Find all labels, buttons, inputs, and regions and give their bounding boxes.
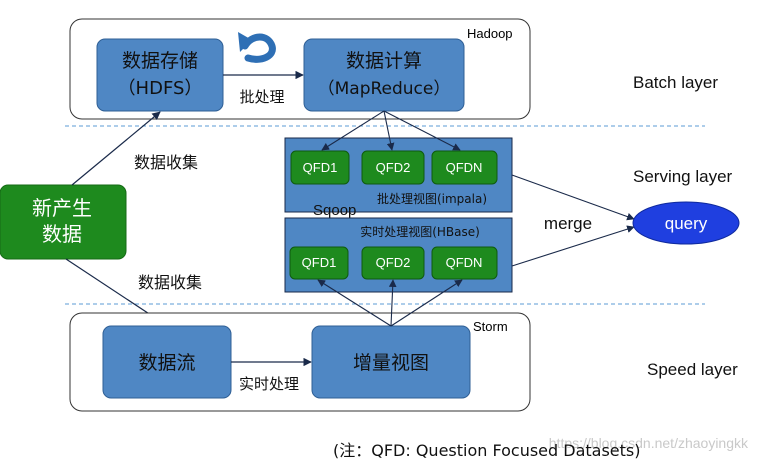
loop-arrow-icon	[238, 32, 276, 63]
hdfs-box-line1: 数据存储	[122, 50, 198, 72]
batch-layer-label: Batch layer	[633, 73, 718, 92]
batch-to-query-arrow	[511, 174, 635, 221]
realtime-to-query-arrow	[511, 225, 635, 267]
hdfs-box-line2: （HDFS）	[118, 78, 203, 99]
batch-view-qfd2-label: QFD2	[376, 160, 411, 175]
collect-label-top: 数据收集	[134, 153, 198, 172]
batch-view-qfd2: QFD2	[361, 150, 425, 185]
merge-label: merge	[544, 214, 592, 233]
realtime-view-qfd2: QFD2	[361, 246, 425, 280]
query-node	[632, 201, 740, 245]
serving-layer-label: Serving layer	[633, 167, 733, 186]
mapreduce-box-line1: 数据计算	[346, 50, 422, 72]
mapreduce-box-line2: （MapReduce）	[318, 79, 451, 99]
stream-box-label: 数据流	[138, 352, 195, 374]
batch-view-qfd1: QFD1	[290, 150, 350, 185]
batch-view-qfd1-label: QFD1	[303, 160, 338, 175]
realtime-view-caption: 实时处理视图(HBase)	[360, 224, 480, 239]
batch-process-label: 批处理	[239, 88, 284, 106]
mr-to-batch-qfd2-arrow	[383, 110, 395, 151]
batch-view-qfdn: QFDN	[431, 150, 498, 185]
query-label: query	[665, 214, 708, 233]
watermark: https://blog.csdn.net/zhaoyingkk	[549, 435, 749, 451]
collect-arrow-top	[71, 111, 161, 186]
source-data-line1: 新产生	[32, 196, 92, 220]
storm-label: Storm	[473, 319, 508, 334]
incremental-view-label: 增量视图	[353, 352, 429, 374]
hadoop-label: Hadoop	[467, 26, 513, 41]
speed-layer-label: Speed layer	[647, 360, 738, 379]
batch-view-qfdn-label: QFDN	[446, 160, 483, 175]
footnote: (注：QFD: Question Focused Datasets)	[333, 441, 641, 460]
source-data-line2: 数据	[42, 222, 82, 246]
realtime-view-qfd1-label: QFD1	[302, 255, 337, 270]
batch-view-caption: 批处理视图(impala)	[377, 191, 487, 206]
realtime-process-label: 实时处理	[239, 375, 299, 393]
realtime-view-qfd1: QFD1	[289, 246, 349, 280]
mr-to-batch-qfdn-arrow	[383, 110, 461, 151]
sqoop-label: Sqoop	[313, 202, 356, 219]
realtime-view-qfd2-label: QFD2	[376, 255, 411, 270]
source-data-box	[0, 184, 127, 260]
realtime-view-qfdn-label: QFDN	[446, 255, 483, 270]
mr-to-batch-qfd1-arrow	[321, 110, 385, 151]
inc-to-rt-qfd1-arrow	[317, 279, 392, 327]
realtime-view-qfdn: QFDN	[431, 246, 498, 280]
inc-to-rt-qfd2-arrow	[388, 279, 397, 327]
collect-label-bottom: 数据收集	[138, 273, 202, 292]
inc-to-rt-qfdn-arrow	[390, 279, 463, 327]
